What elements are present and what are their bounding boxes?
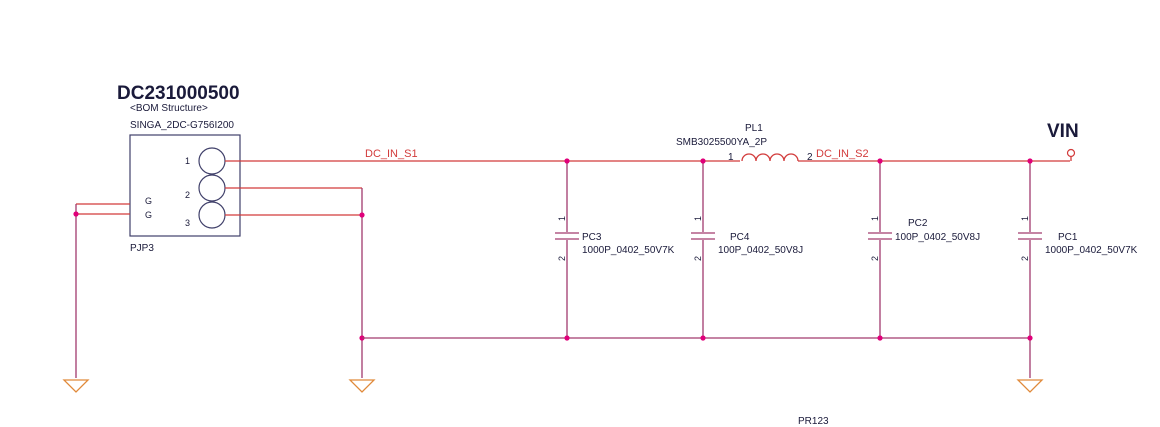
junction-dot <box>73 211 79 217</box>
inductor-pl1[interactable] <box>741 153 799 162</box>
junction-dot <box>877 158 883 164</box>
pc1-pin-1: 1 <box>1020 216 1030 221</box>
capacitor-pc3[interactable] <box>555 161 579 338</box>
junction-dot <box>877 335 883 341</box>
junction-dot <box>564 335 570 341</box>
ground-symbol-3 <box>1016 379 1044 393</box>
pc3-pin-2: 2 <box>557 256 567 261</box>
junction-dot <box>564 158 570 164</box>
connector-ground-label-2: G <box>145 210 152 220</box>
ground-symbol-2 <box>348 379 376 393</box>
pc3-value: 1000P_0402_50V7K <box>582 245 675 256</box>
connector-pin-1-circle <box>198 147 226 175</box>
capacitor-pc2[interactable] <box>868 161 892 338</box>
junction-dot <box>1027 158 1033 164</box>
pc2-value: 100P_0402_50V8J <box>895 232 980 243</box>
net-label-dc-in-s1: DC_IN_S1 <box>365 148 418 160</box>
vin-terminal[interactable] <box>1066 148 1076 158</box>
vin-label: VIN <box>1047 121 1079 142</box>
inductor-pin-2: 2 <box>807 152 813 163</box>
inductor-part: SMB3025500YA_2P <box>676 137 767 148</box>
inductor-coil <box>741 153 799 162</box>
pc2-pin-2: 2 <box>870 256 880 261</box>
junction-dot <box>359 212 365 218</box>
bom-structure-label: <BOM Structure> <box>130 103 208 114</box>
pc1-pin-2: 2 <box>1020 256 1030 261</box>
junction-dot <box>700 335 706 341</box>
pc3-ref: PC3 <box>582 232 602 243</box>
connector-body <box>129 134 241 237</box>
connector-ref: PJP3 <box>130 243 154 254</box>
connector-pin-1-label: 1 <box>185 156 190 166</box>
connector-pin-3-circle <box>198 201 226 229</box>
connector-part: SINGA_2DC-G756I200 <box>130 120 234 131</box>
net-label-dc-in-s2: DC_IN_S2 <box>816 148 869 160</box>
pc2-ref: PC2 <box>908 218 928 229</box>
pc4-value: 100P_0402_50V8J <box>718 245 803 256</box>
pc4-pin-1: 1 <box>693 216 703 221</box>
junction-dot <box>1027 335 1033 341</box>
footer-ref: PR123 <box>798 416 829 427</box>
pc1-value: 1000P_0402_50V7K <box>1045 245 1138 256</box>
capacitor-pc4[interactable] <box>691 161 715 338</box>
pc2-pin-1: 1 <box>870 216 880 221</box>
connector-pin-3-label: 3 <box>185 218 190 228</box>
capacitor-pc1[interactable] <box>1018 161 1042 378</box>
pc4-ref: PC4 <box>730 232 750 243</box>
connector-pin-2-label: 2 <box>185 190 190 200</box>
pc1-ref: PC1 <box>1058 232 1078 243</box>
pc3-pin-1: 1 <box>557 216 567 221</box>
ground-symbol-1 <box>62 379 90 393</box>
inductor-pin-1: 1 <box>728 152 734 163</box>
part-number: DC231000500 <box>117 83 240 104</box>
connector-pin-2-circle <box>198 174 226 202</box>
pc4-pin-2: 2 <box>693 256 703 261</box>
connector-pjp3[interactable]: 1 2 3 G G <box>129 134 241 237</box>
connector-ground-label-1: G <box>145 196 152 206</box>
junction-dot <box>700 158 706 164</box>
inductor-ref: PL1 <box>745 123 763 134</box>
